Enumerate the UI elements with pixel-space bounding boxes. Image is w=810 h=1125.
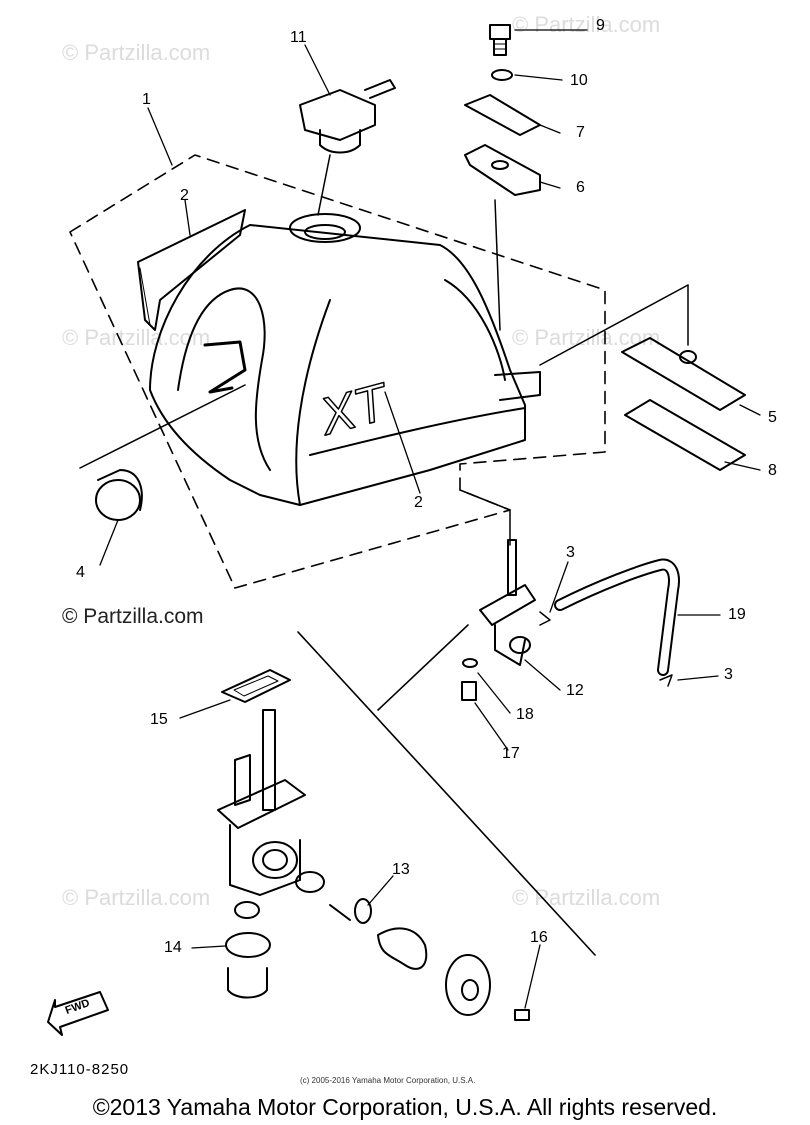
clamp-bracket xyxy=(464,144,541,196)
watermark: © Partzilla.com xyxy=(512,12,661,37)
callout-18: 18 xyxy=(516,706,534,723)
watermark: © Partzilla.com xyxy=(62,40,211,65)
assembly-boundary xyxy=(69,154,606,589)
cushion xyxy=(95,469,143,521)
damper xyxy=(621,337,746,411)
small-copyright: (c) 2005-2016 Yamaha Motor Corporation, … xyxy=(300,1076,476,1085)
mount-plate xyxy=(624,399,746,471)
fuel-cock-large xyxy=(217,709,306,896)
watermark: © Partzilla.com xyxy=(62,885,211,910)
watermark: © Partzilla.com xyxy=(62,325,211,350)
o-ring xyxy=(354,898,372,924)
bolt xyxy=(489,24,511,56)
gasket xyxy=(221,669,291,703)
callout-10: 10 xyxy=(570,72,588,89)
fwd-arrow xyxy=(47,991,109,1036)
callout-1: 1 xyxy=(142,91,151,108)
lever xyxy=(295,871,325,893)
callout-14: 14 xyxy=(164,939,182,956)
washer xyxy=(491,69,513,81)
callout-17: 17 xyxy=(502,745,520,762)
part-code: 2KJ110-8250 xyxy=(30,1061,130,1078)
callout-8: 8 xyxy=(768,462,777,479)
callout-5: 5 xyxy=(768,409,777,426)
fuel-tank xyxy=(149,213,541,506)
callout-15: 15 xyxy=(150,711,168,728)
fuel-cock-small xyxy=(479,539,536,666)
clip xyxy=(539,611,551,626)
tank-logo: XT xyxy=(313,373,396,447)
filter-cup xyxy=(227,967,268,999)
watermark: © Partzilla.com xyxy=(512,885,661,910)
callout-9: 9 xyxy=(596,17,605,34)
screw xyxy=(514,1009,530,1021)
copyright-footer: ©2013 Yamaha Motor Corporation, U.S.A. A… xyxy=(92,1094,718,1120)
callout-6: 6 xyxy=(576,179,585,196)
callout-3: 3 xyxy=(724,666,733,683)
callout-7: 7 xyxy=(576,124,585,141)
clamp-plate xyxy=(464,94,541,136)
o-ring-large xyxy=(225,932,271,958)
cover-plate xyxy=(445,954,491,1016)
lever-knob xyxy=(377,927,428,970)
leader-lines xyxy=(99,29,761,1009)
watermark-dark: © Partzilla.com xyxy=(62,605,204,628)
callout-2: 2 xyxy=(414,494,423,511)
callout-19: 19 xyxy=(728,606,746,623)
callout-3: 3 xyxy=(566,544,575,561)
drain-bolt-small xyxy=(461,681,477,701)
clip-lower xyxy=(659,674,673,687)
callout-13: 13 xyxy=(392,861,410,878)
callout-12: 12 xyxy=(566,682,584,699)
callout-16: 16 xyxy=(530,929,548,946)
washer-small xyxy=(462,658,478,668)
callout-4: 4 xyxy=(76,564,85,581)
callout-2: 2 xyxy=(180,187,189,204)
fuel-cap xyxy=(299,79,396,154)
callout-11: 11 xyxy=(290,29,307,46)
seal xyxy=(234,901,260,919)
tank-emblem xyxy=(137,209,246,331)
